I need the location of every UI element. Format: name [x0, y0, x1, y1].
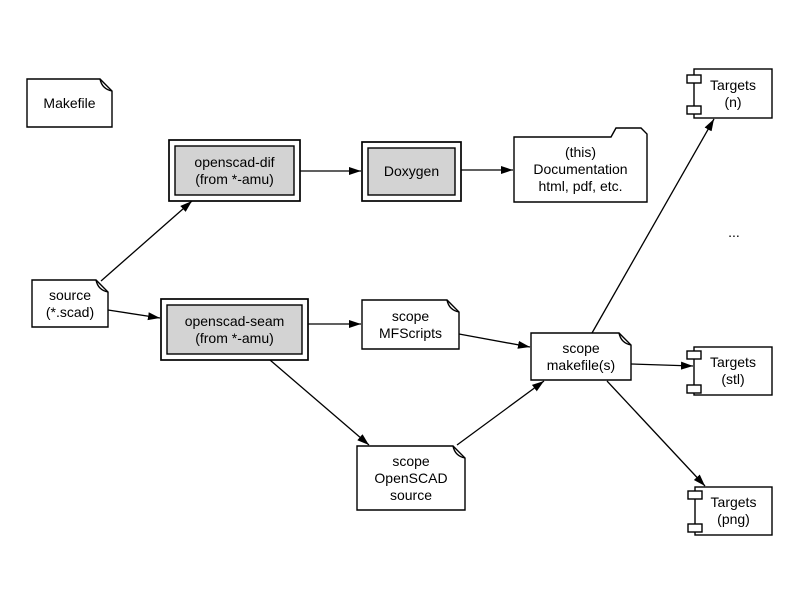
- edge-scope-makefiles-to-targets-stl: [630, 361, 694, 370]
- edge-scope-openscad-source-to-scope-makefiles: [456, 380, 545, 446]
- edge-openscad-seam-to-scope-openscad-source: [269, 359, 370, 446]
- node-makefile-shape: [26, 78, 113, 128]
- node-scope-makefiles-shape: [530, 332, 632, 381]
- node-targets-n-shape: [686, 68, 773, 119]
- edge-source-to-openscad-dif: [100, 200, 193, 282]
- node-documentation-shape: [513, 127, 648, 203]
- node-targets-stl-shape: [686, 346, 773, 396]
- edge-scope-makefiles-to-targets-png: [606, 380, 706, 487]
- edge-scope-mfscripts-to-scope-makefiles: [458, 333, 531, 349]
- node-targets-png-shape: [687, 486, 773, 536]
- node-scope-mfscripts-shape: [361, 299, 460, 350]
- node-openscad-seam-shape: [160, 298, 309, 361]
- edge-source-to-openscad-seam: [107, 309, 161, 321]
- node-source-shape: [31, 279, 109, 328]
- node-openscad-dif-shape: [168, 139, 301, 202]
- node-doxygen-shape: [361, 141, 462, 202]
- edge-scope-makefiles-to-targets-n: [591, 118, 715, 334]
- node-scope-openscad-source-shape: [356, 445, 466, 511]
